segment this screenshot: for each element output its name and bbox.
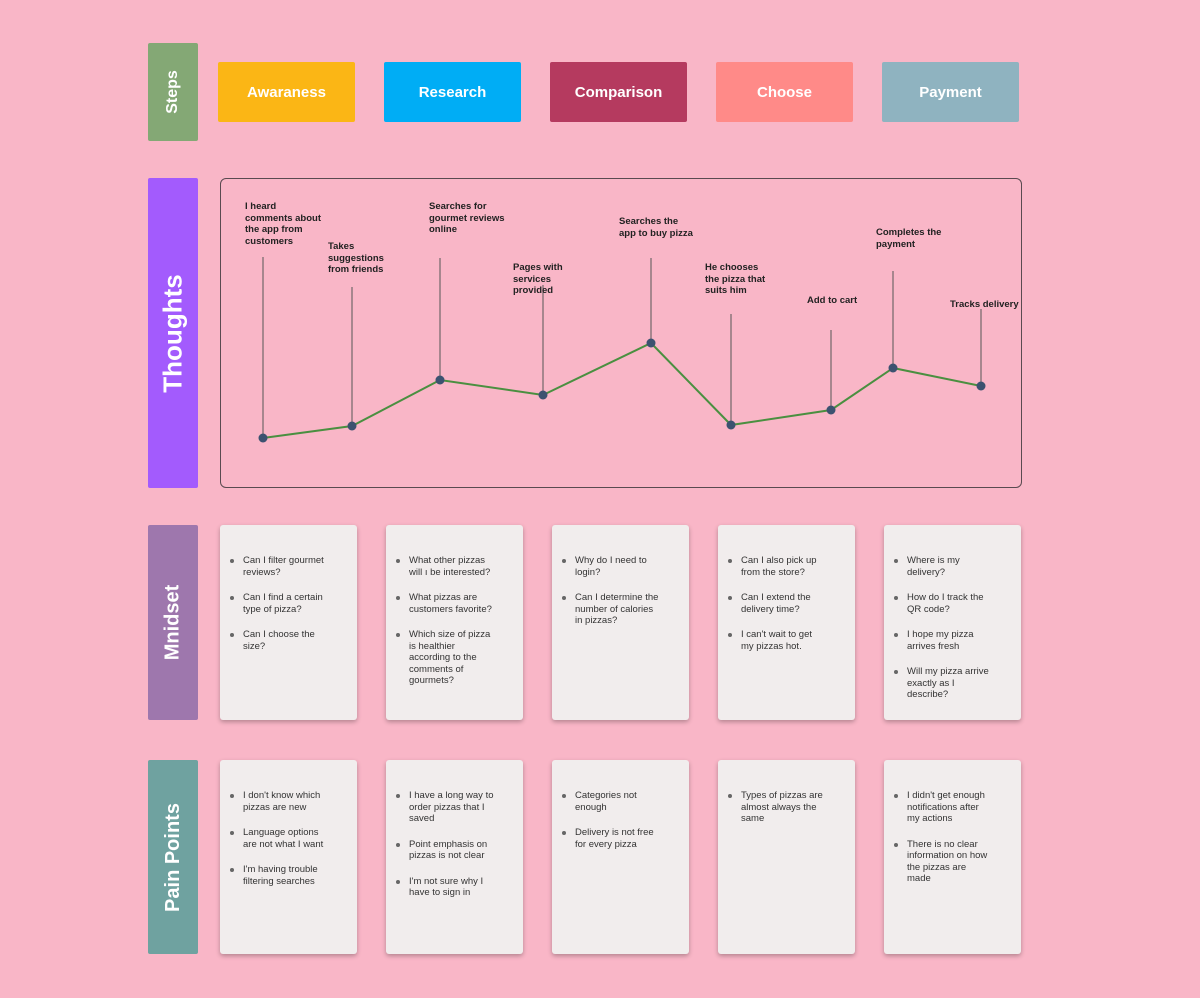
pain-point-item: I'm having trouble filtering searches (230, 864, 347, 887)
journey-line (262, 341, 982, 439)
thought-label: Completes the payment (876, 227, 942, 250)
mindset-list: Can I also pick up from the store? Can I … (718, 525, 855, 652)
pain-point-item: I have a long way to order pizzas that I… (396, 790, 513, 825)
mindset-card: Where is my delivery? How do I track the … (884, 525, 1021, 720)
thoughts-row-label-text: Thoughts (157, 273, 188, 393)
pain-point-item: I didn't get enough notifications after … (894, 790, 1011, 825)
thought-label: Takes suggestions from friends (328, 241, 384, 275)
mindset-item: How do I track the QR code? (894, 592, 1011, 615)
journey-point (646, 338, 656, 348)
thought-label: Pages with services provided (513, 262, 563, 296)
pain-point-list: Types of pizzas are almost always the sa… (718, 760, 855, 825)
thoughts-row-label: Thoughts (148, 178, 198, 488)
mindset-list: Where is my delivery? How do I track the … (884, 525, 1021, 701)
mindset-item: Can I extend the delivery time? (728, 592, 845, 615)
mindset-list: What other pizzas will ı be interested? W… (386, 525, 523, 687)
mindset-card: Why do I need to login? Can I determine t… (552, 525, 689, 720)
journey-point (538, 390, 548, 400)
steps-row-label: Steps (148, 43, 198, 141)
thought-label: Add to cart (807, 295, 858, 306)
mindset-item: I can't wait to get my pizzas hot. (728, 629, 845, 652)
step-choose: Choose (716, 62, 853, 122)
mindset-item: Can I filter gourmet reviews? (230, 555, 347, 578)
thought-label: Searches for gourmet reviews online (429, 201, 505, 235)
thought-label: Searches the app to buy pizza (619, 216, 693, 239)
mindset-item: Will my pizza arrive exactly as I descri… (894, 666, 1011, 701)
mindset-card: Can I also pick up from the store? Can I … (718, 525, 855, 720)
pain-point-item: Categories not enough (562, 790, 679, 813)
mindset-item: What pizzas are customers favorite? (396, 592, 513, 615)
journey-point (435, 375, 445, 385)
pain-points-row-label-text: Pain Points (161, 802, 184, 912)
pain-point-item: Types of pizzas are almost always the sa… (728, 790, 845, 825)
journey-point (258, 433, 268, 443)
mindset-item: Can I also pick up from the store? (728, 555, 845, 578)
thought-label: I heard comments about the app from cust… (245, 201, 322, 247)
thoughts-panel: I heard comments about the app from cust… (220, 178, 1022, 488)
pain-point-card: I didn't get enough notifications after … (884, 760, 1021, 954)
journey-point (976, 381, 986, 391)
thoughts-journey-chart (258, 257, 986, 443)
pain-point-item: There is no clear information on how the… (894, 839, 1011, 885)
journey-point (347, 421, 357, 431)
journey-point (826, 405, 836, 415)
mindset-item: What other pizzas will ı be interested? (396, 555, 513, 578)
pain-point-item: I'm not sure why I have to sign in (396, 876, 513, 899)
mindset-row-label-text: Mnidset (161, 584, 184, 661)
step-research: Research (384, 62, 521, 122)
thought-label: Tracks delivery (950, 299, 1019, 310)
pain-point-item: Delivery is not free for every pizza (562, 827, 679, 850)
mindset-row-label: Mnidset (148, 525, 198, 720)
mindset-card: Can I filter gourmet reviews? Can I find … (220, 525, 357, 720)
mindset-item: Can I find a certain type of pizza? (230, 592, 347, 615)
pain-point-item: I don't know which pizzas are new (230, 790, 347, 813)
pain-point-card: Types of pizzas are almost always the sa… (718, 760, 855, 954)
pain-point-list: I have a long way to order pizzas that I… (386, 760, 523, 899)
step-comparison: Comparison (550, 62, 687, 122)
pain-points-row-label: Pain Points (148, 760, 198, 954)
journey-point (888, 363, 898, 373)
mindset-list: Why do I need to login? Can I determine t… (552, 525, 689, 627)
mindset-item: Can I choose the size? (230, 629, 347, 652)
mindset-item: Where is my delivery? (894, 555, 1011, 578)
journey-point (726, 420, 736, 430)
thought-label: He chooses the pizza that suits him (705, 262, 766, 296)
step-payment: Payment (882, 62, 1019, 122)
mindset-card: What other pizzas will ı be interested? W… (386, 525, 523, 720)
pain-point-item: Point emphasis on pizzas is not clear (396, 839, 513, 862)
mindset-item: Can I determine the number of calories i… (562, 592, 679, 627)
steps-row-label-text: Steps (163, 70, 181, 114)
pain-point-card: I have a long way to order pizzas that I… (386, 760, 523, 954)
pain-point-item: Language options are not what I want (230, 827, 347, 850)
step-awaraness: Awaraness (218, 62, 355, 122)
mindset-item: Why do I need to login? (562, 555, 679, 578)
mindset-list: Can I filter gourmet reviews? Can I find … (220, 525, 357, 652)
mindset-item: I hope my pizza arrives fresh (894, 629, 1011, 652)
mindset-item: Which size of pizza is healthier accordi… (396, 629, 513, 687)
pain-point-list: I didn't get enough notifications after … (884, 760, 1021, 885)
